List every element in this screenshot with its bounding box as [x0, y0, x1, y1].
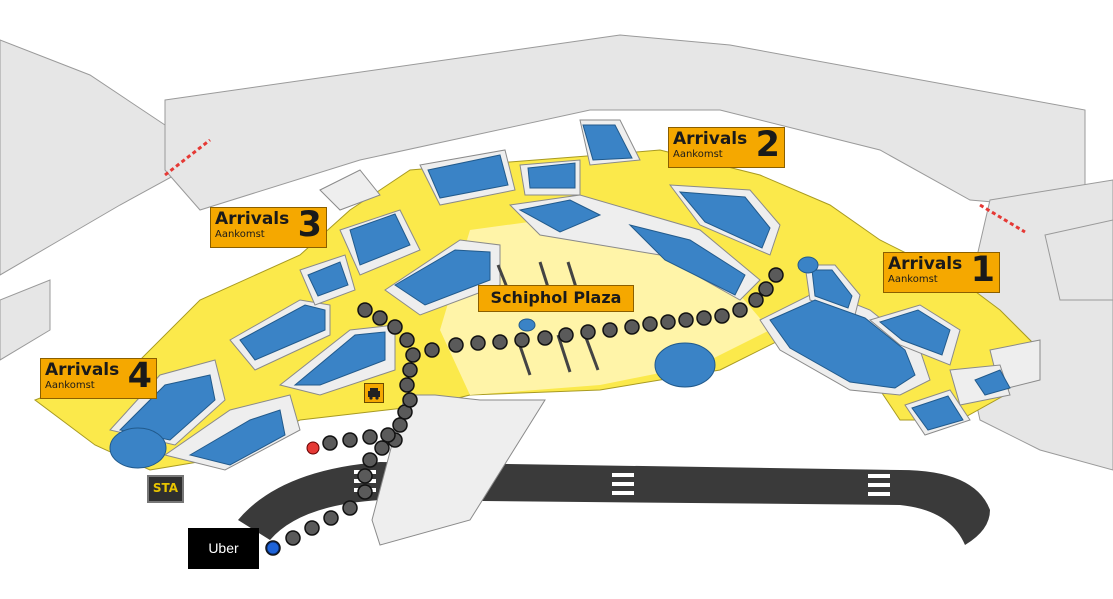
red-boundaries [164, 138, 1026, 234]
arrivals-2-subtitle: Aankomst [673, 149, 723, 160]
route-dot [537, 330, 553, 346]
taxi-icon [364, 383, 384, 403]
arrivals-1-subtitle: Aankomst [888, 274, 938, 285]
arrivals-3-sign: Arrivals Aankomst 3 [210, 205, 327, 248]
route-dot [380, 427, 396, 443]
route-dot [285, 530, 301, 546]
uber-pickup-label: Uber [188, 528, 259, 569]
station-label: STA [147, 475, 184, 503]
route-dot [748, 292, 764, 308]
arrivals-4-title: Arrivals [45, 360, 120, 380]
arrivals-1-sign: Arrivals Aankomst 1 [883, 250, 1000, 293]
route-dot [558, 327, 574, 343]
route-dot [768, 267, 784, 283]
route-dot [399, 332, 415, 348]
route-dot [624, 319, 640, 335]
route-dot [323, 510, 339, 526]
route-dot [372, 310, 388, 326]
schiphol-plaza-label: Schiphol Plaza [478, 285, 634, 312]
route-dot [399, 377, 415, 393]
route-dot [402, 392, 418, 408]
arrivals-4-number: 4 [127, 356, 152, 396]
walking-route [265, 267, 784, 556]
route-dot [642, 316, 658, 332]
arrivals-2-sign: Arrivals Aankomst 2 [668, 125, 785, 168]
route-dot [602, 322, 618, 338]
arrivals-1-number: 1 [970, 250, 995, 290]
route-dot [514, 332, 530, 348]
route-dot [696, 310, 712, 326]
route-dot [732, 302, 748, 318]
route-dot [424, 342, 440, 358]
route-dot [392, 417, 408, 433]
route-dot [492, 334, 508, 350]
arrivals-2-number: 2 [755, 125, 780, 165]
route-dot [714, 308, 730, 324]
route-dot [402, 362, 418, 378]
arrivals-1-title: Arrivals [888, 254, 963, 274]
arrivals-3-number: 3 [297, 205, 322, 245]
arrivals-4-sign: Arrivals Aankomst 4 [40, 356, 157, 399]
route-dot [678, 312, 694, 328]
route-dot [322, 435, 338, 451]
pedestrian-ramp [371, 394, 546, 546]
route-dot [357, 468, 373, 484]
blue-roofs [109, 124, 1011, 469]
route-dot [357, 302, 373, 318]
route-dot [405, 347, 421, 363]
route-dot [362, 452, 378, 468]
route-dot [304, 520, 320, 536]
route-dot [342, 432, 358, 448]
route-dot [342, 500, 358, 516]
route-end-dot [266, 541, 280, 555]
route-dot [758, 281, 774, 297]
arrivals-4-subtitle: Aankomst [45, 380, 95, 391]
route-start-dot [306, 441, 320, 455]
arrivals-2-title: Arrivals [673, 129, 748, 149]
arrivals-3-subtitle: Aankomst [215, 229, 265, 240]
route-dot [357, 484, 373, 500]
route-dot [374, 440, 390, 456]
route-dot [470, 335, 486, 351]
route-dot [387, 319, 403, 335]
route-dot [448, 337, 464, 353]
route-dot [660, 314, 676, 330]
route-dot [362, 429, 378, 445]
arrivals-3-title: Arrivals [215, 209, 290, 229]
route-dot [580, 324, 596, 340]
